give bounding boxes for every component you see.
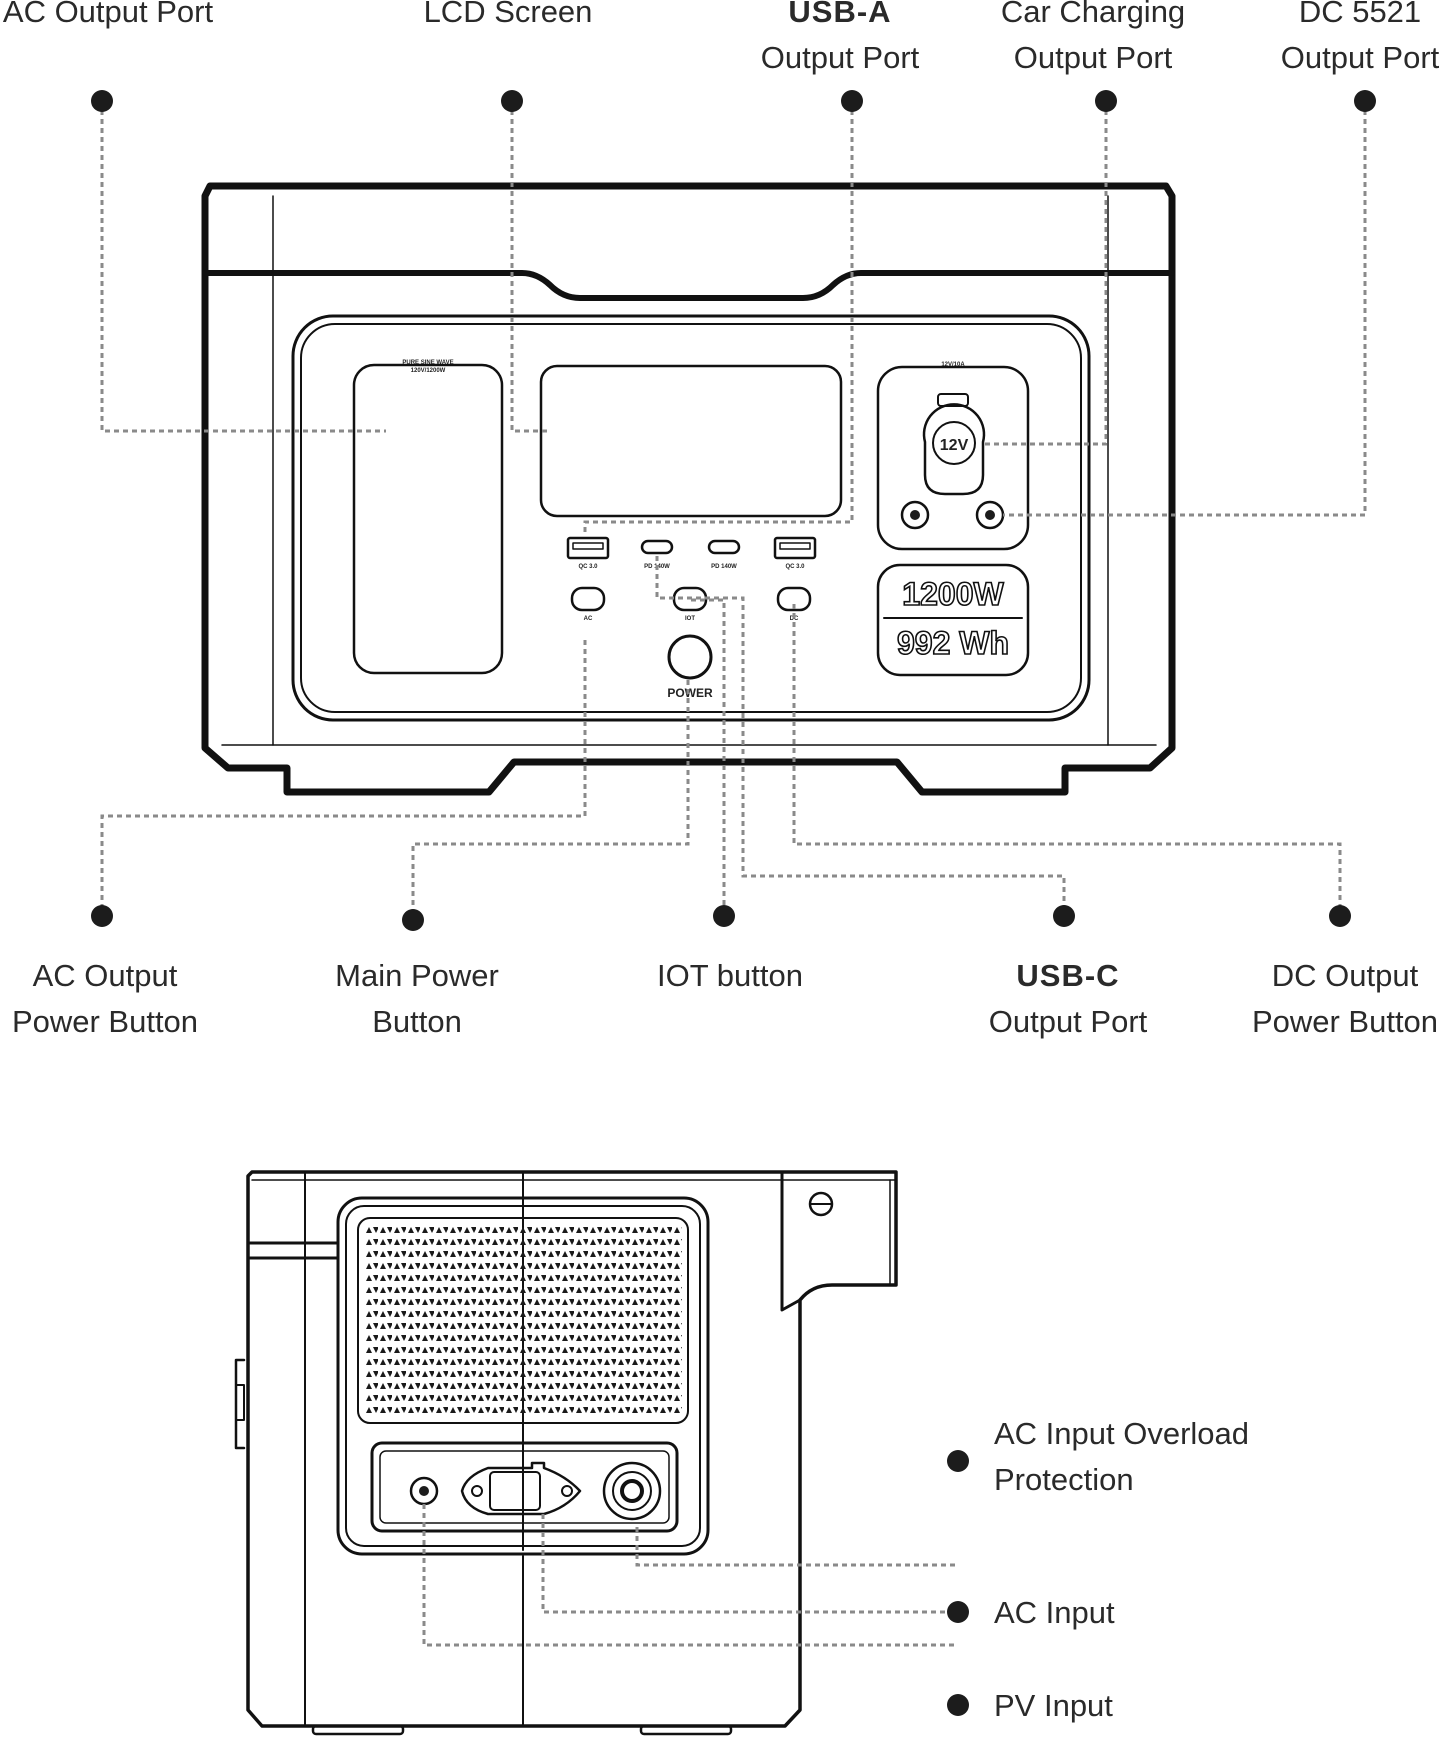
ac-outlet-line2: 120V/1200W: [411, 368, 446, 374]
dc-button-label: DC: [790, 616, 799, 622]
ac-input-port[interactable]: [460, 1461, 582, 1516]
label-iot-button: IOT button: [657, 958, 803, 993]
usb-c-port-right[interactable]: [707, 539, 741, 555]
power-button[interactable]: [667, 634, 713, 680]
capacity-badge: [876, 563, 1030, 677]
overload-protector[interactable]: [602, 1461, 662, 1521]
ac-outlet-cover: [352, 363, 504, 675]
label-ac-output-port: AC Output Port: [3, 0, 214, 29]
label-main-power-line1: Main Power: [335, 958, 499, 993]
lcd-screen: [539, 364, 843, 518]
label-dc-5521-line2: Output Port: [1281, 40, 1440, 75]
label-ac-input: AC Input: [994, 1595, 1115, 1630]
label-pv-input: PV Input: [994, 1688, 1113, 1723]
input-panel: [370, 1441, 679, 1533]
top-labels: AC Output Port LCD Screen USB-A Output P…: [3, 0, 1440, 75]
car-port-symbol: 12V: [940, 437, 969, 454]
label-usb-c-line1: USB-C: [1016, 958, 1119, 993]
front-callout-dots: [91, 90, 1376, 931]
label-car-charging-line2: Output Port: [1014, 40, 1173, 75]
car-charging-port[interactable]: 12V: [922, 393, 986, 496]
power-label: POWER: [667, 686, 713, 700]
output-watts: 1200W: [902, 576, 1004, 612]
usb-c-right-label: PD 140W: [711, 564, 737, 570]
label-dc-5521-line1: DC 5521: [1299, 0, 1421, 29]
iot-button-label: IOT: [685, 616, 695, 622]
label-lcd-screen: LCD Screen: [424, 0, 593, 29]
label-car-charging-line1: Car Charging: [1001, 0, 1185, 29]
dc-button[interactable]: [776, 586, 812, 612]
label-ac-output-power-line2: Power Button: [12, 1004, 198, 1039]
label-usb-c-line2: Output Port: [989, 1004, 1148, 1039]
label-ac-input-overload-line1: AC Input Overload: [994, 1416, 1249, 1451]
label-ac-input-overload-line2: Protection: [994, 1462, 1134, 1497]
label-dc-output-power-line1: DC Output: [1272, 958, 1419, 993]
label-main-power-line2: Button: [372, 1004, 462, 1039]
label-usb-a-line2: Output Port: [761, 40, 920, 75]
usb-c-port-left[interactable]: [640, 539, 674, 555]
usb-a-port-left[interactable]: [566, 536, 610, 560]
label-dc-output-power-line2: Power Button: [1252, 1004, 1438, 1039]
label-usb-a-line1: USB-A: [788, 0, 891, 29]
pv-input-port[interactable]: [409, 1476, 439, 1506]
bottom-labels: AC Output Power Button Main Power Button…: [12, 958, 1438, 1039]
usb-a-port-right[interactable]: [773, 536, 817, 560]
capacity-wh: 992 Wh: [897, 625, 1009, 661]
dc-5521-port-right[interactable]: [975, 500, 1005, 530]
front-leader-lines: [100, 101, 1367, 918]
usb-a-right-label: QC 3.0: [785, 564, 805, 570]
side-view-device: [234, 1170, 898, 1736]
vent-grille: [357, 1217, 689, 1424]
car-port-rating: 12V/10A: [941, 362, 965, 368]
ac-button-label: AC: [584, 616, 593, 622]
usb-a-left-label: QC 3.0: [578, 564, 598, 570]
ac-button[interactable]: [570, 586, 606, 612]
front-view-device: PURE SINE WAVE 120V/1200W 12V/10A 12V 12…: [201, 182, 1176, 796]
dc-5521-port-left[interactable]: [900, 500, 930, 530]
side-leader-lines: [422, 1504, 958, 1647]
ac-outlet-line1: PURE SINE WAVE: [402, 360, 453, 366]
car-port-box: [876, 365, 1030, 551]
label-ac-output-power-line1: AC Output: [33, 958, 178, 993]
side-labels: AC Input Overload Protection AC Input PV…: [994, 1416, 1249, 1723]
side-callout-dots: [947, 1450, 969, 1716]
